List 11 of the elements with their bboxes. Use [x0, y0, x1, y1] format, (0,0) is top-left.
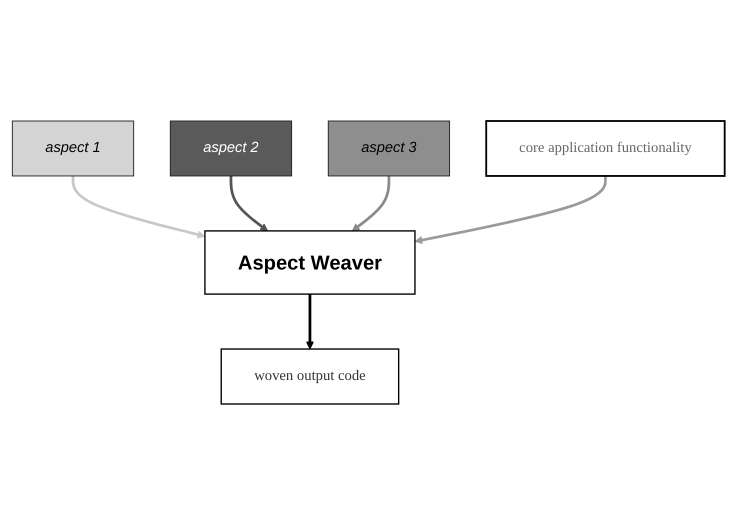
arrow [414, 176, 607, 244]
node-box: aspect 2 [170, 120, 292, 176]
arrow [72, 176, 206, 238]
arrow [306, 294, 314, 350]
node-box: Aspect Weaver [204, 230, 416, 295]
node-box: core application functionality [485, 120, 726, 177]
node-box: aspect 1 [12, 120, 134, 176]
node-box: aspect 3 [328, 120, 450, 176]
arrow [352, 176, 390, 232]
node-box: woven output code [220, 348, 400, 405]
arrow [230, 176, 268, 232]
